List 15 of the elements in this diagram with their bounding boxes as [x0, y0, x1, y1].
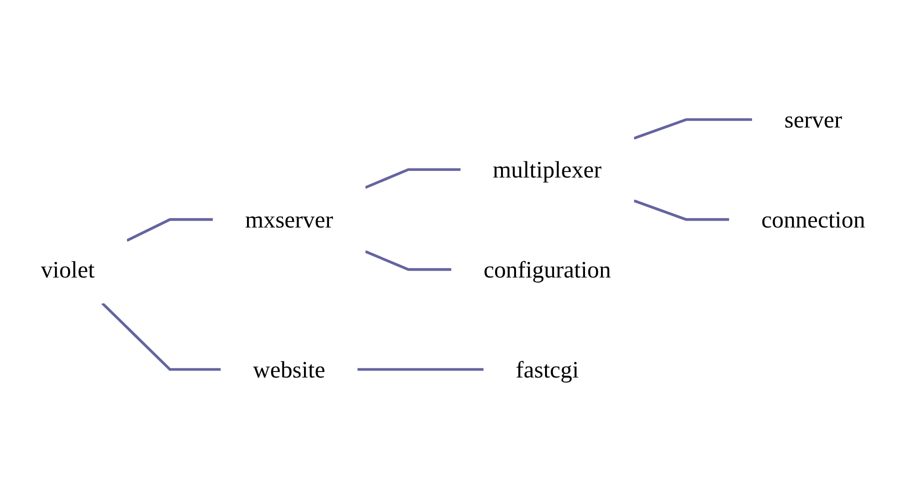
- node-text: mxserver: [245, 206, 334, 233]
- connector: [634, 118, 752, 140]
- connector: [364, 168, 461, 189]
- connector: [364, 250, 452, 271]
- connector: [634, 199, 730, 221]
- connector: [126, 218, 213, 242]
- node-text: connection: [761, 206, 866, 233]
- node-text: multiplexer: [492, 156, 602, 183]
- connector: [357, 368, 484, 371]
- node-text: violet: [40, 256, 95, 283]
- connector: [101, 302, 221, 371]
- node-text: fastcgi: [516, 356, 579, 383]
- node-text: configuration: [484, 256, 611, 283]
- node-text: server: [784, 106, 842, 133]
- node-text: website: [253, 356, 326, 383]
